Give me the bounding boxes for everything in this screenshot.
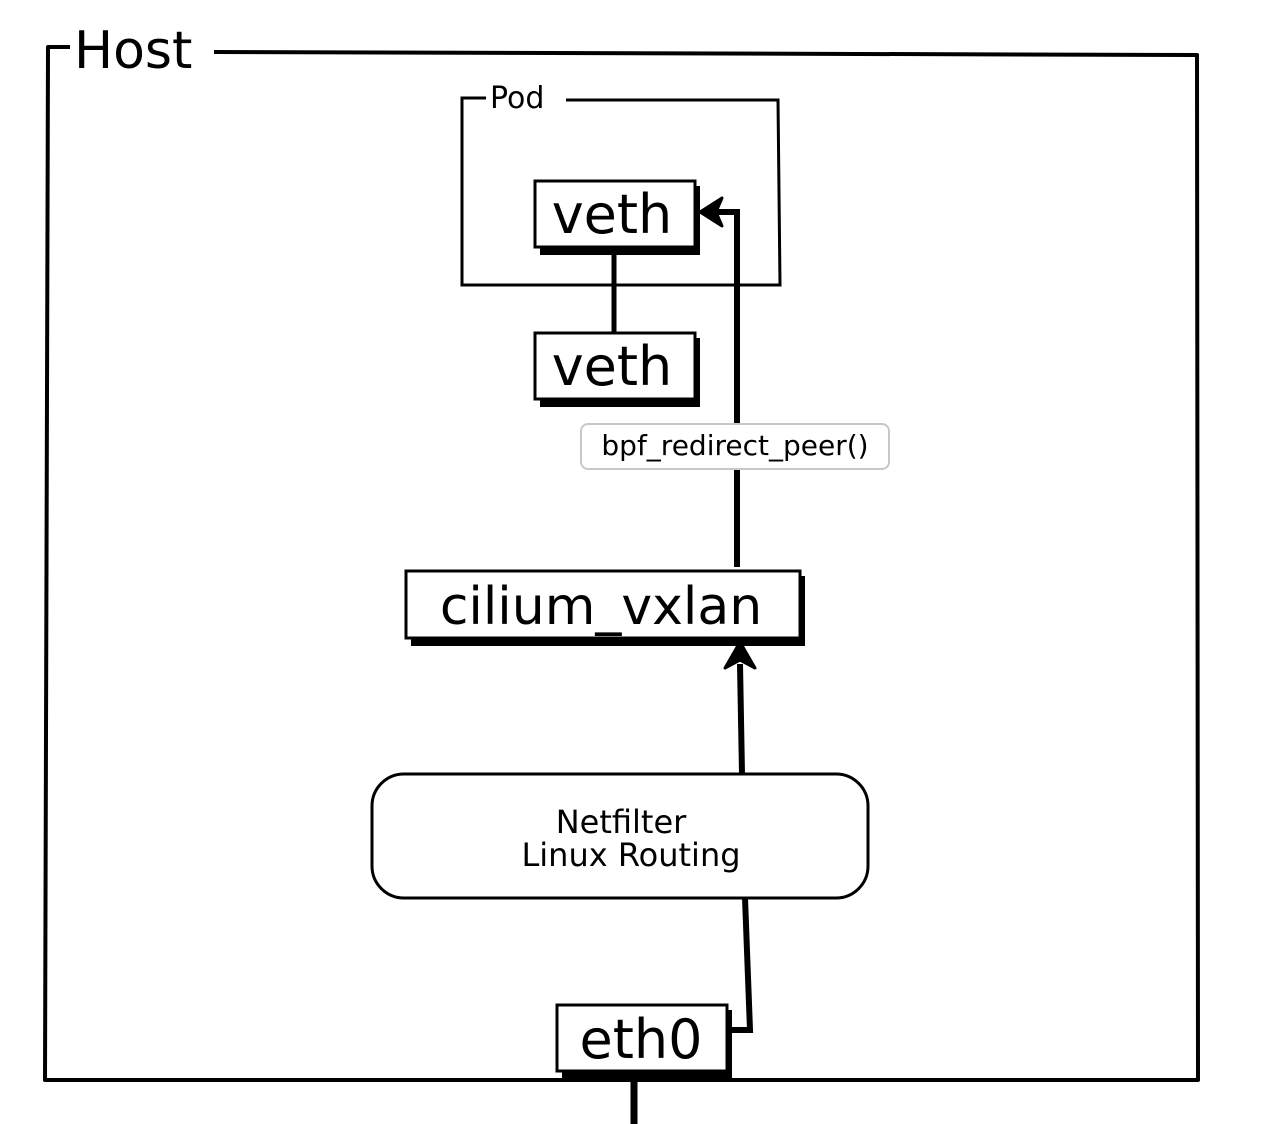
host-veth-box: veth — [533, 331, 700, 407]
pod-label: Pod — [490, 81, 544, 116]
routing-to-vxlan-arrow — [723, 640, 757, 775]
cilium-vxlan-box: cilium_vxlan — [404, 569, 805, 646]
cilium-vxlan-label: cilium_vxlan — [440, 577, 762, 637]
eth0-label: eth0 — [580, 1008, 703, 1071]
redirect-arrow — [698, 196, 740, 567]
host-label: Host — [74, 21, 192, 81]
host-veth-label: veth — [552, 335, 673, 398]
pod-frame: Pod — [460, 81, 782, 287]
host-frame: Host — [43, 21, 1200, 1082]
routing-line2: Linux Routing — [521, 836, 740, 874]
routing-line1: Netfilter — [556, 803, 687, 841]
redirect-edge-label: bpf_redirect_peer() — [580, 423, 890, 470]
pod-veth-label: veth — [552, 183, 673, 246]
routing-box: Netfilter Linux Routing — [370, 772, 870, 900]
pod-veth-box: veth — [533, 179, 700, 255]
eth0-to-routing-link — [731, 897, 754, 1033]
eth0-box: eth0 — [555, 1003, 732, 1079]
redirect-label-text: bpf_redirect_peer() — [601, 429, 868, 462]
